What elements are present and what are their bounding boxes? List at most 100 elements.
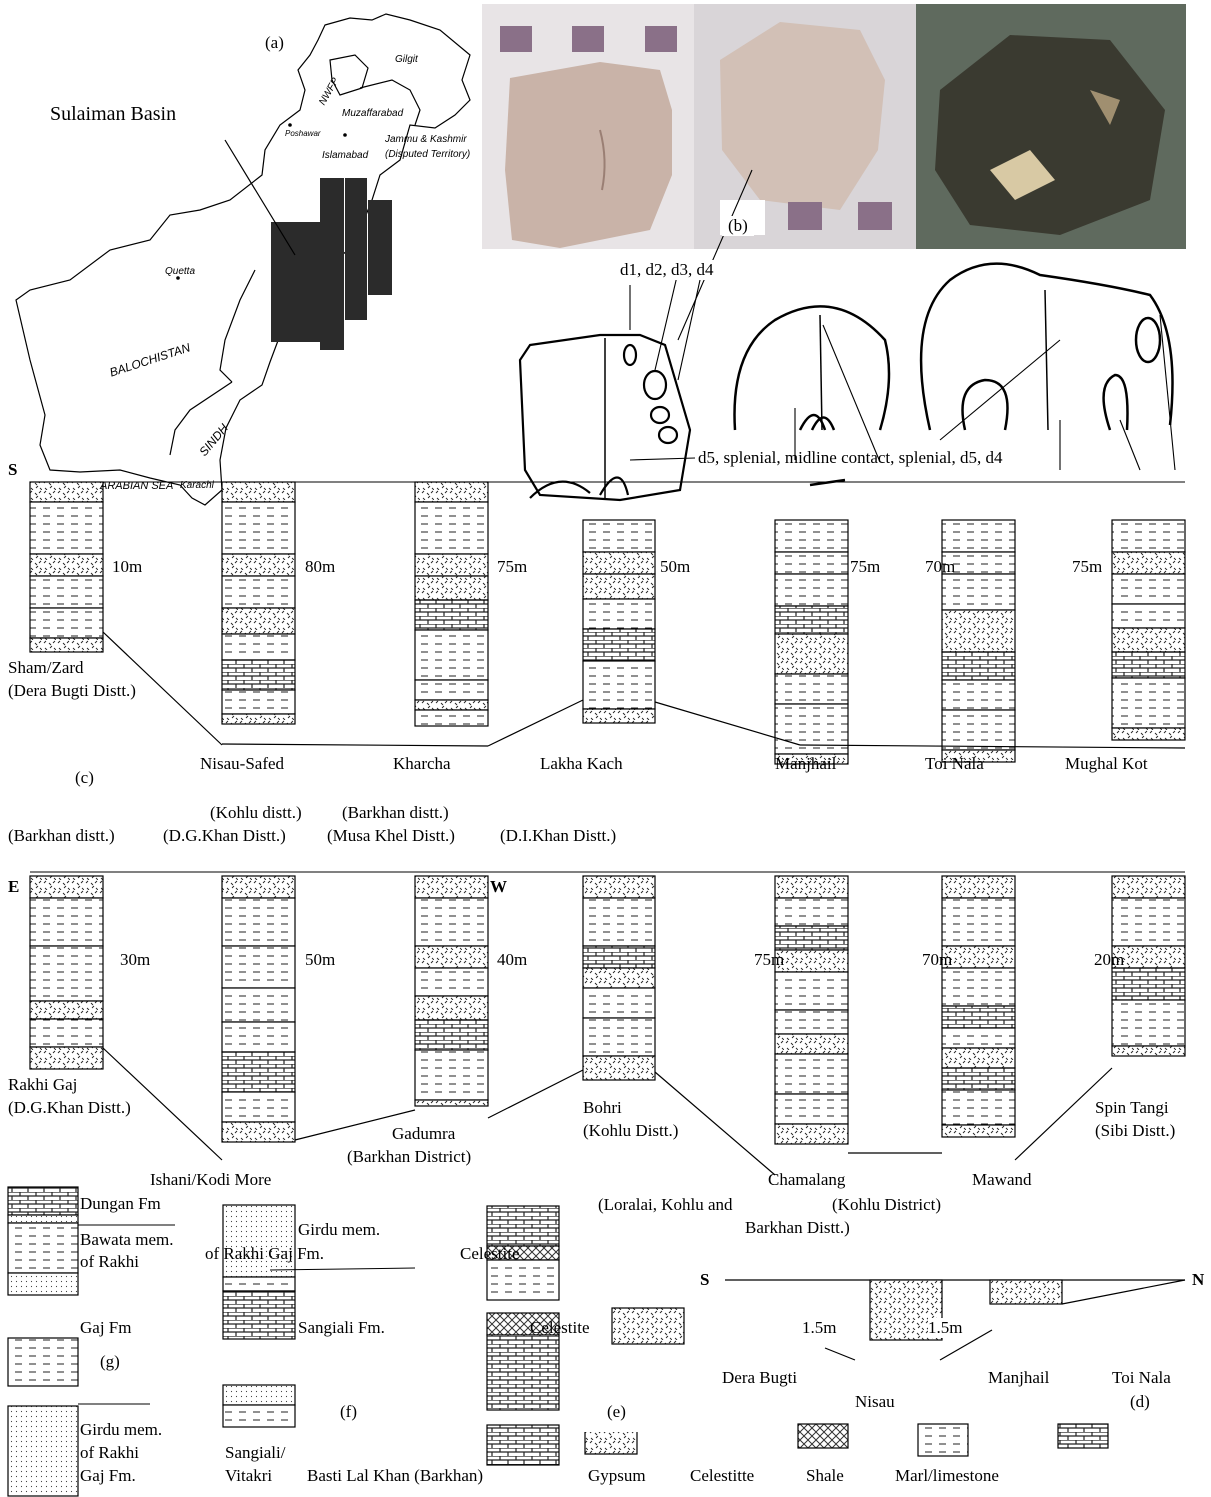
lithology-key <box>585 1424 1108 1456</box>
legend-f-column <box>223 1205 295 1427</box>
legend-g-girdu: Girdu mem. <box>80 1420 162 1440</box>
map-label-muzaffarabad: Muzaffarabad <box>342 104 403 124</box>
district-row2-4: (D.I.Khan Distt.) <box>500 826 616 846</box>
strat-column-g-2 <box>222 876 295 1142</box>
column-district-g-1: (D.G.Khan Distt.) <box>8 1098 131 1118</box>
jaw-top-labels: d1, d2, d3, d4 <box>620 260 714 280</box>
map-label-islamabad: Islamabad <box>322 146 368 166</box>
thickness-c-3: 75m <box>497 557 527 577</box>
column-name-g-4: Bohri <box>583 1098 622 1118</box>
key-shale: Shale <box>806 1466 844 1486</box>
strat-column-c-1 <box>30 482 103 652</box>
strat-column-c-7 <box>1112 520 1185 740</box>
map-label-disputed: (Disputed Territory) <box>385 145 470 165</box>
column-district-c-1: (Dera Bugti Distt.) <box>8 681 136 701</box>
key-marl-limestone: Marl/limestone <box>895 1466 999 1486</box>
column-name-c-4: Lakha Kach <box>540 754 623 774</box>
column-name-c-5: Manjhail <box>775 754 836 774</box>
basin-block-2 <box>320 178 344 350</box>
thickness-g-3: 40m <box>497 950 527 970</box>
strat-column-g-4 <box>583 876 655 1080</box>
legend-f-label: (f) <box>340 1402 357 1422</box>
column-name-g-5: Chamalang <box>768 1170 845 1190</box>
thickness-g-1: 30m <box>120 950 150 970</box>
thickness-c-4: 50m <box>660 557 690 577</box>
direction-s-c: S <box>8 460 17 480</box>
strat-column-g-3 <box>415 876 488 1106</box>
thickness-d-left: 1.5m <box>802 1318 836 1338</box>
direction-s-d: S <box>700 1270 709 1290</box>
stratigraphic-columns-c <box>30 482 1185 764</box>
place-toi-nala: Toi Nala <box>1112 1368 1171 1388</box>
basin-block-1 <box>271 222 321 342</box>
district-row1-2: (Barkhan distt.) <box>342 803 449 823</box>
thickness-c-7: 75m <box>1072 557 1102 577</box>
column-name-g-3: Gadumra <box>392 1124 455 1144</box>
panel-c-label: (c) <box>75 768 94 788</box>
legend-e-location: Basti Lal Khan (Barkhan) <box>307 1466 483 1486</box>
direction-n-d: N <box>1192 1270 1204 1290</box>
basin-block-3 <box>345 178 367 320</box>
legend-g-gaj: Gaj Fm <box>80 1318 131 1338</box>
column-name-c-6: Toi Nala <box>925 754 984 774</box>
thickness-c-6: 70m <box>925 557 955 577</box>
map-label-karachi: Karachi <box>180 476 214 496</box>
place-dera-bugti: Dera Bugti <box>722 1368 797 1388</box>
thickness-d-right: 1.5m <box>928 1318 962 1338</box>
thickness-c-5: 75m <box>850 557 880 577</box>
column-district-g-3: (Barkhan District) <box>347 1147 471 1167</box>
strat-column-c-3 <box>415 482 488 726</box>
pakistan-map <box>16 14 470 505</box>
column-district-g-6: (Kohlu District) <box>832 1195 941 1215</box>
strat-column-g-1 <box>30 876 103 1069</box>
jaw-drawing-1 <box>520 335 690 500</box>
place-manjhail: Manjhail <box>988 1368 1049 1388</box>
column-name-g-7: Spin Tangi <box>1095 1098 1169 1118</box>
islamabad-dot <box>343 133 347 137</box>
thickness-g-2: 50m <box>305 950 335 970</box>
thickness-g-5: 75m <box>754 950 784 970</box>
legend-g-dungan: Dungan Fm <box>80 1194 161 1214</box>
district-row2-2: (D.G.Khan Distt.) <box>163 826 286 846</box>
thickness-c-1: 10m <box>112 557 142 577</box>
district-row2-1: (Barkhan distt.) <box>8 826 115 846</box>
legend-f-vitakri: Vitakri <box>225 1466 272 1486</box>
jaw-bottom-labels: d5, splenial, midline contact, splenial,… <box>698 448 1003 468</box>
column-district-g-4: (Kohlu Distt.) <box>583 1121 678 1141</box>
map-label-arabian: ARABIAN SEA <box>100 476 173 496</box>
column-district-g-5a: (Loralai, Kohlu and <box>598 1195 733 1215</box>
panel-b-label: (b) <box>722 216 754 236</box>
column-name-c-2: Nisau-Safed <box>200 754 284 774</box>
legend-gypsum-swatch <box>612 1308 684 1344</box>
legend-g-girdu-2: of Rakhi <box>80 1443 139 1463</box>
legend-g-girdu-3: Gaj Fm. <box>80 1466 136 1486</box>
map-label-quetta: Quetta <box>165 262 195 282</box>
key-celestite: Celestitte <box>690 1466 754 1486</box>
legend-f-sangiali: Sangiali Fm. <box>298 1318 385 1338</box>
legend-f-girdu-2: of Rakhi Gaj Fm. <box>205 1244 324 1264</box>
district-row1-1: (Kohlu distt.) <box>210 803 302 823</box>
place-nisau: Nisau <box>855 1392 895 1412</box>
strat-column-c-4 <box>583 520 655 723</box>
column-name-g-1: Rakhi Gaj <box>8 1075 77 1095</box>
direction-w-g: W <box>490 877 507 897</box>
jaw-drawing-3 <box>921 264 1172 430</box>
strat-column-g-5 <box>775 876 848 1144</box>
fossil-specimen-1 <box>505 62 672 248</box>
basin-block-4 <box>368 200 392 295</box>
legend-f-girdu: Girdu mem. <box>298 1220 380 1240</box>
direction-e-g: E <box>8 877 19 897</box>
thickness-c-2: 80m <box>305 557 335 577</box>
map-label-gilgit: Gilgit <box>395 50 418 70</box>
column-name-c-3: Kharcha <box>393 754 451 774</box>
strat-column-g-6 <box>942 876 1015 1137</box>
column-name-g-6: Mawand <box>972 1170 1031 1190</box>
district-row2-3: (Musa Khel Distt.) <box>327 826 455 846</box>
thickness-g-6: 70m <box>922 950 952 970</box>
thickness-g-7: 20m <box>1094 950 1124 970</box>
basin-pointer-line <box>225 140 295 255</box>
legend-g-label: (g) <box>100 1352 120 1372</box>
strat-column-c-2 <box>222 482 295 724</box>
